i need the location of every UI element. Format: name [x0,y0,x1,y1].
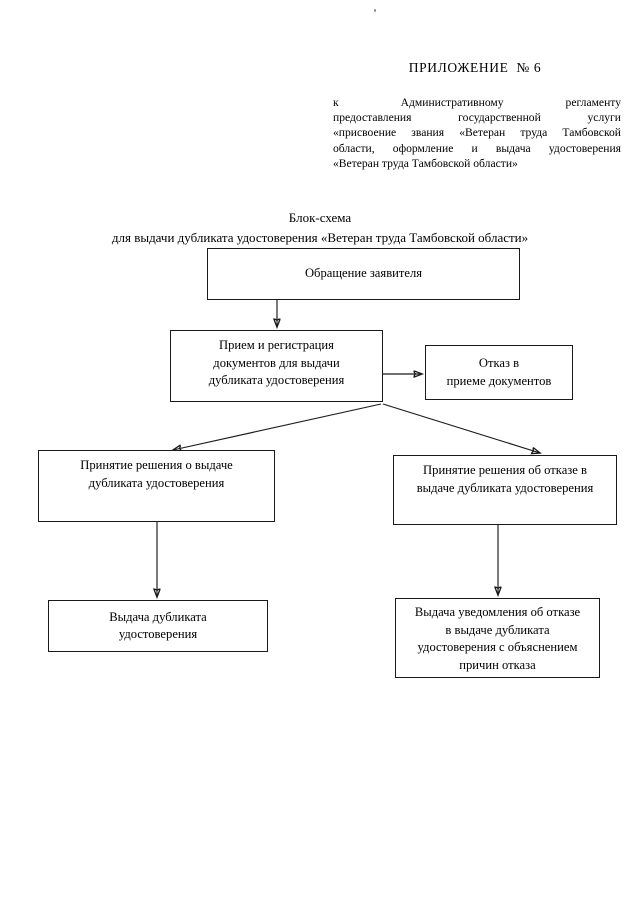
flow-node-decision-approve: Принятие решения о выдаче дубликата удос… [38,450,275,522]
scheme-title: Блок-схема [288,210,352,225]
flow-node-appeal: Обращение заявителя [207,248,520,300]
reference-line-1: к Административному регламенту [333,96,621,109]
flow-node-rejection-notice: Выдача уведомления об отказе в выдаче ду… [395,598,600,678]
flow-node-intake: Прием и регистрация документов для выдач… [170,330,383,402]
flow-node-decision-reject: Принятие решения об отказе в выдаче дубл… [393,455,617,525]
reference-line-5: «Ветеран труда Тамбовской области» [333,156,518,170]
edge-intake-to-decision-ok [173,403,382,450]
regulation-reference: к Административному регламенту предостав… [333,95,621,171]
edge-intake-to-decision-no [382,403,540,453]
scan-speck [374,9,376,12]
reference-line-4: области, оформление и выдача удостоверен… [333,141,621,155]
reference-line-3: «присвоение звания «Ветеран труда Тамбов… [333,126,621,140]
scheme-subtitle: для выдачи дубликата удостоверения «Вете… [111,230,529,245]
appendix-title: ПРИЛОЖЕНИЕ № 6 [408,60,542,75]
reference-line-2: предоставления государственной услуги [333,111,621,125]
flow-node-issue-duplicate: Выдача дубликата удостоверения [48,600,268,652]
flow-node-refusal-of-acceptance: Отказ в приеме документов [425,345,573,400]
